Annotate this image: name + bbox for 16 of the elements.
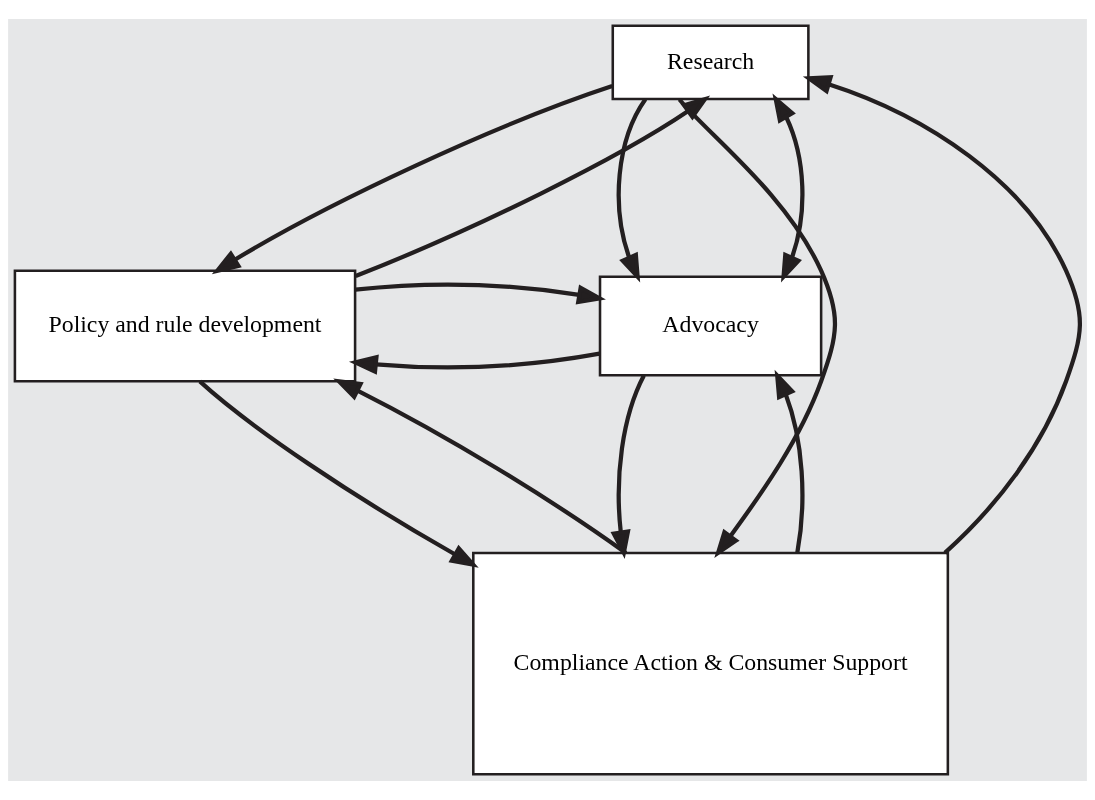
arrow: [677, 98, 838, 558]
arrow: [349, 351, 600, 375]
arrow: [616, 98, 648, 283]
arrow: [610, 374, 646, 560]
arrow: [198, 379, 479, 568]
arrow: [774, 369, 805, 554]
arrow: [333, 378, 628, 555]
arrow: [211, 84, 613, 275]
node-box: Policy and rule development: [13, 269, 357, 383]
node-box: Research: [611, 24, 810, 101]
node-box: Compliance Action & Consumer Support: [472, 551, 950, 776]
arrow: [354, 95, 711, 279]
node-box: Advocacy: [598, 275, 823, 377]
arrow: [355, 282, 606, 305]
arrow: [772, 93, 805, 283]
arrow: [802, 75, 1082, 555]
